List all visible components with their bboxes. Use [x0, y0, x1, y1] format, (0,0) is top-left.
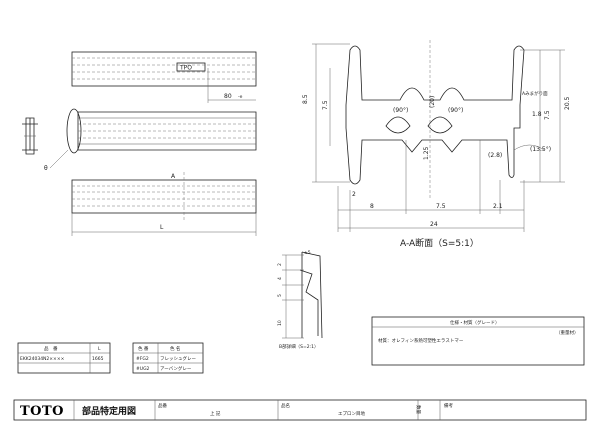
end-profile	[22, 117, 38, 155]
spec-material: 材質：オレフィン系熱可塑性エラストマー	[378, 337, 464, 344]
dim-8: 8	[370, 203, 374, 210]
value-hinban: 上 記	[210, 410, 221, 417]
detail-dim-4: 4	[277, 277, 283, 280]
angle-left: (90°)	[393, 107, 408, 114]
dim-75-right: 7.5	[544, 110, 551, 120]
label-hinban: 品番	[158, 402, 167, 409]
value-name: エプロン目地	[338, 410, 365, 417]
detail-caption: B部詳細（S=2:1）	[279, 343, 318, 350]
angle-right: (90°)	[448, 107, 463, 114]
side-view-middle: θ	[44, 108, 257, 172]
radius-28: (2.8)	[488, 152, 502, 159]
color-cell-name-2: アーバングレー	[160, 365, 192, 372]
dim-85: 8.5	[302, 94, 309, 104]
dim-24: 24	[430, 221, 438, 228]
dim-75: 7.5	[436, 203, 446, 210]
label-name: 品名	[281, 402, 290, 409]
section-title: A-A断面（S=5:1）	[400, 237, 479, 249]
dim-80-suffix: -e	[238, 95, 243, 100]
parts-header-l: L	[98, 346, 101, 352]
dim-75-left: 7.5	[322, 100, 329, 110]
toto-logo: TOTO	[20, 404, 64, 419]
parts-table: 品 番 L EKK24034N2×××× 1665	[17, 342, 111, 374]
color-cell-name-1: フレッシュグレー	[160, 355, 196, 362]
color-table: 色 番 色 名 #FG2 フレッシュグレー #UG2 アーバングレー	[132, 342, 204, 374]
color-cell-no-1: #FG2	[136, 356, 149, 362]
tpo-tag: TPO	[179, 65, 192, 72]
dim-18: 1.8	[532, 111, 542, 118]
label-remarks: 備考	[444, 402, 453, 409]
side-view-bottom: A L	[71, 172, 257, 236]
color-header-name: 色 名	[170, 345, 180, 352]
parts-header-hinban: 品 番	[44, 345, 58, 352]
side-view-top: TPO 80 -e	[71, 51, 257, 103]
dim-20: (20)	[429, 96, 436, 108]
label-count: 数量	[415, 405, 422, 414]
title-block: TOTO 部品特定用図 品番 上 記 品名 エプロン目地 数量 備考	[13, 399, 587, 421]
dim-205: 20.5	[564, 96, 571, 110]
doc-type: 部品特定用図	[82, 405, 136, 417]
parts-cell-l: 1665	[92, 356, 104, 362]
detail-angle: ±5	[304, 250, 311, 256]
dim-2: 2	[352, 191, 356, 198]
spec-title: 仕様・材質（グレード）	[450, 319, 500, 326]
section-view: 8.5 7.5 (20) 1.25 (90°) (90°) 2 8 7.5 2.…	[302, 40, 571, 249]
dim-80: 80	[224, 93, 232, 100]
parts-cell-hinban: EKK24034N2××××	[20, 356, 65, 362]
detail-dim-2: 2	[277, 263, 283, 266]
angle-label: θ	[44, 165, 48, 172]
dim-21: 2.1	[493, 203, 503, 210]
length-label: L	[160, 224, 164, 231]
tpo-tag-box	[176, 62, 206, 72]
dim-125: 1.25	[423, 146, 430, 160]
note-right: Aみまがり面	[522, 90, 548, 97]
color-cell-no-2: #UG2	[136, 366, 150, 372]
detail-dim-10: 10	[277, 320, 283, 326]
angle-135: (13.5°)	[530, 146, 551, 153]
spec-unit: （重量材）	[556, 329, 579, 336]
spec-box: 仕様・材質（グレード） （重量材） 材質：オレフィン系熱可塑性エラストマー	[371, 316, 585, 366]
detail-view: 2 4 5 10 ±5 B部詳細（S=2:1）	[277, 250, 323, 350]
section-mark: A	[171, 173, 176, 180]
detail-dim-5: 5	[277, 294, 283, 297]
color-header-no: 色 番	[138, 345, 149, 352]
